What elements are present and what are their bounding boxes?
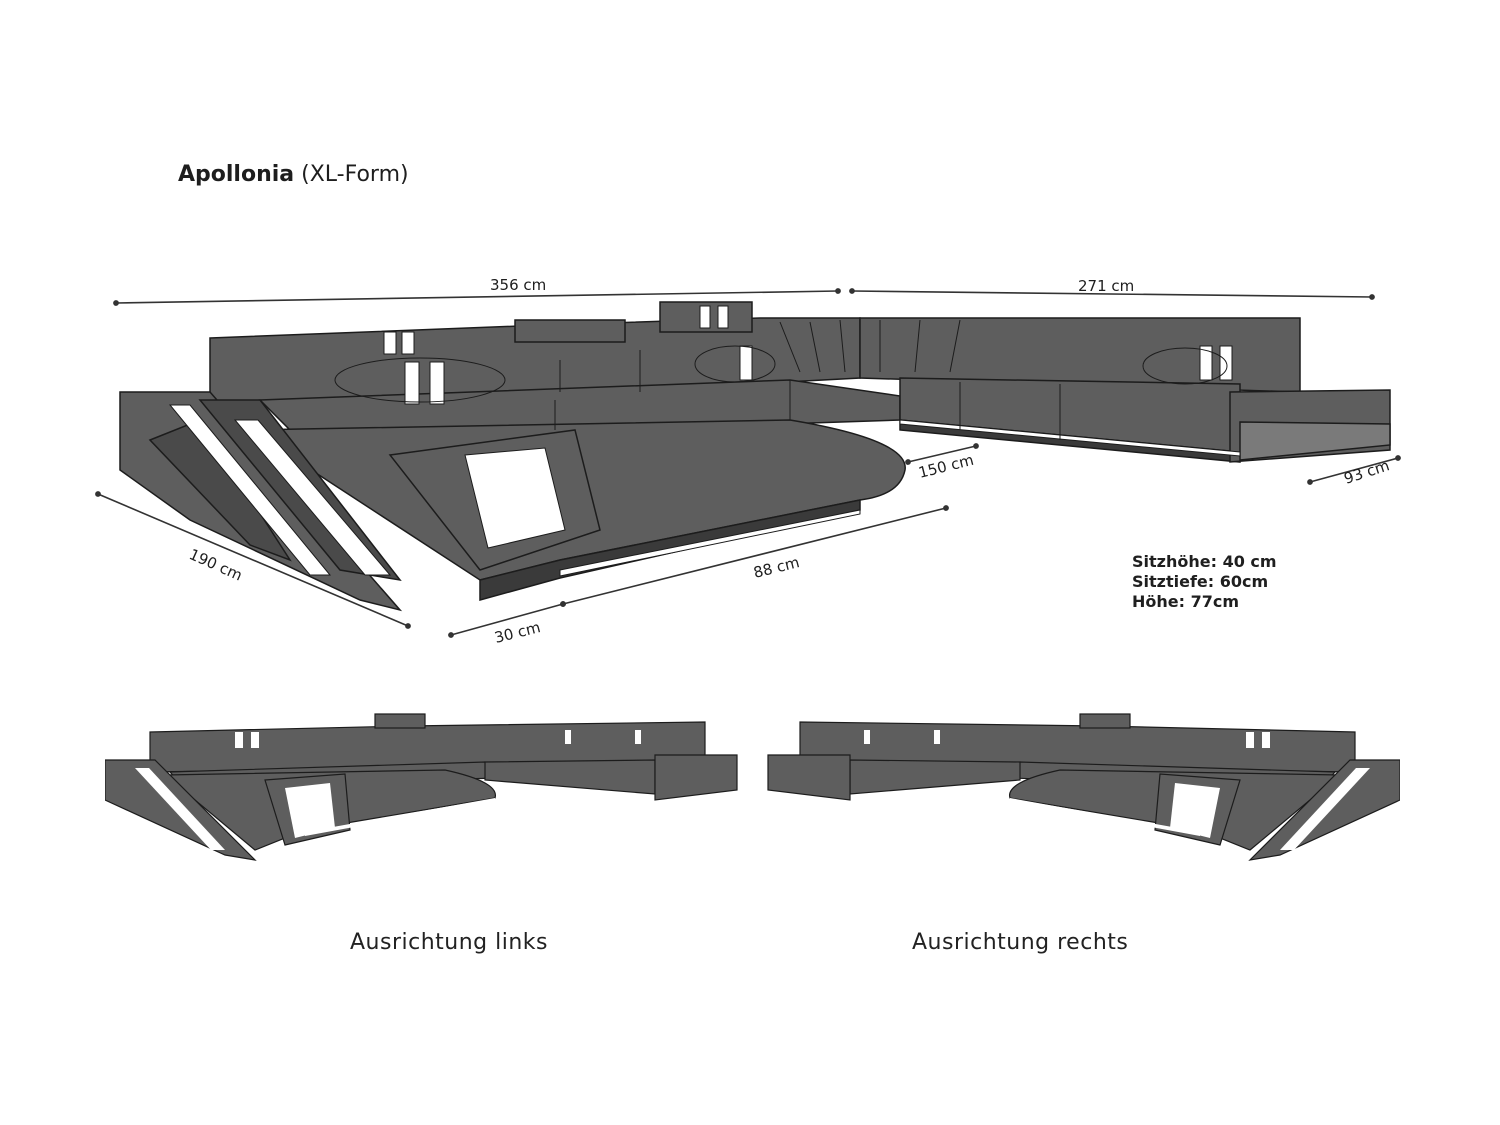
right-orientation-illustration bbox=[767, 713, 1400, 861]
product-form: (XL-Form) bbox=[301, 162, 409, 187]
dim-line-150 bbox=[905, 443, 979, 465]
dim-line-190 bbox=[95, 491, 411, 629]
sofa-seams bbox=[334, 319, 1228, 440]
dim-label-356: 356 cm bbox=[490, 276, 546, 294]
spec-list: Sitzhöhe: 40 cm Sitztiefe: 60cm Höhe: 77… bbox=[1132, 552, 1277, 612]
sofa-body bbox=[119, 301, 1391, 612]
dim-label-271: 271 cm bbox=[1078, 277, 1134, 295]
dim-label-30: 30 cm bbox=[493, 618, 543, 647]
dim-line-30 bbox=[448, 601, 566, 638]
spec-height: Höhe: 77cm bbox=[1132, 592, 1240, 611]
spec-seat-height: Sitzhöhe: 40 cm bbox=[1132, 552, 1277, 571]
dimension-lines bbox=[95, 288, 1401, 638]
left-orientation-illustration bbox=[105, 713, 738, 861]
dim-line-93 bbox=[1307, 455, 1401, 485]
caption-right: Ausrichtung rechts bbox=[912, 930, 1129, 955]
dim-label-190: 190 cm bbox=[186, 545, 245, 584]
product-title: Apollonia (XL-Form) bbox=[178, 162, 409, 187]
dim-label-93: 93 cm bbox=[1342, 456, 1392, 488]
spec-seat-depth: Sitztiefe: 60cm bbox=[1132, 572, 1269, 591]
dim-label-88: 88 cm bbox=[752, 553, 802, 582]
dim-line-88 bbox=[560, 505, 949, 607]
product-name: Apollonia bbox=[178, 162, 295, 187]
dim-line-356 bbox=[113, 288, 841, 306]
dim-line-271 bbox=[849, 288, 1375, 300]
dim-label-150: 150 cm bbox=[917, 451, 976, 482]
caption-left: Ausrichtung links bbox=[350, 930, 548, 955]
